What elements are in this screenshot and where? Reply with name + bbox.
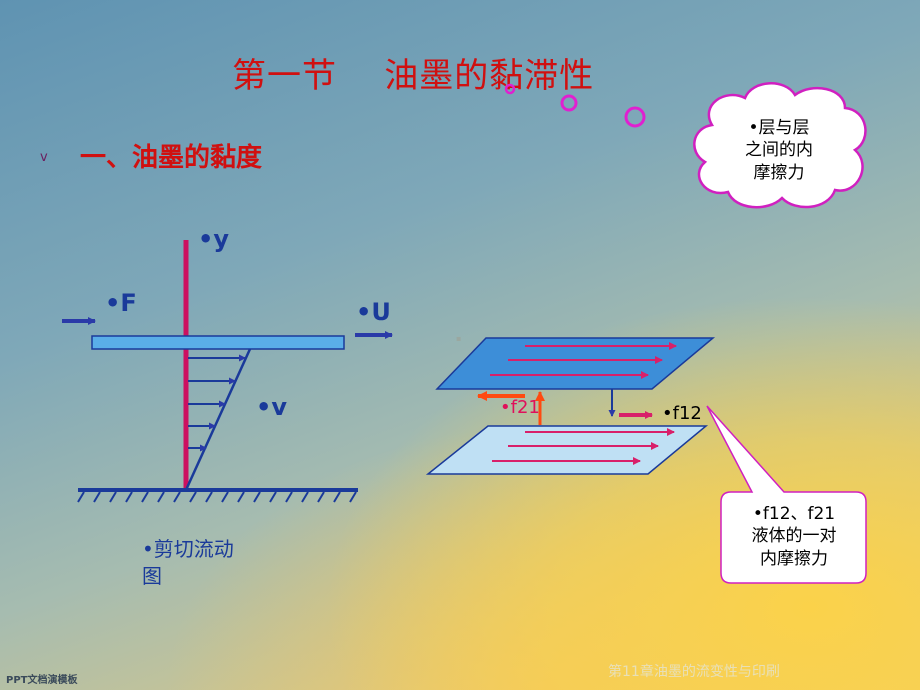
cloud-line-2: 之间的内 bbox=[745, 140, 813, 161]
callout-line-3: 内摩擦力 bbox=[760, 548, 828, 569]
slide-title: 第一节 油墨的黏滞性 bbox=[232, 56, 595, 96]
caption-line-1: •剪切流动 bbox=[142, 537, 234, 561]
velocity-u-label: •U bbox=[356, 298, 391, 326]
velocity-v-label: •v bbox=[256, 393, 287, 421]
caption-line-2: 图 bbox=[142, 564, 162, 588]
rect-callout-text: •f12、f21 液体的一对 内摩擦力 bbox=[724, 503, 864, 570]
callout-line-1: •f12、f21 bbox=[752, 504, 836, 524]
cloud-line-1: •层与层 bbox=[748, 118, 810, 138]
callout-line-2: 液体的一对 bbox=[751, 526, 837, 547]
dot-marker: ▪ bbox=[456, 334, 462, 343]
footer-template-label: PPT文档演模板 bbox=[6, 675, 78, 686]
footer-chapter-label: 第11章油墨的流变性与印刷 bbox=[608, 664, 780, 680]
f21-label: •f21 bbox=[500, 397, 540, 418]
cloud-callout-text: •层与层 之间的内 摩擦力 bbox=[724, 117, 834, 184]
section-heading: 一、油墨的黏度 bbox=[80, 143, 263, 173]
shear-flow-diagram bbox=[62, 240, 393, 503]
rect-callout-shape bbox=[706, 405, 867, 584]
thought-bubbles bbox=[504, 83, 646, 128]
y-axis-label: •y bbox=[198, 225, 229, 253]
cloud-line-3: 摩擦力 bbox=[753, 162, 805, 183]
shear-flow-caption: •剪切流动 图 bbox=[142, 536, 234, 590]
f12-label: •f12 bbox=[662, 403, 702, 424]
force-label: •F bbox=[105, 289, 137, 317]
layer-friction-diagram bbox=[425, 337, 716, 475]
bullet-marker: v bbox=[40, 150, 48, 165]
cloud-shape bbox=[693, 82, 867, 209]
